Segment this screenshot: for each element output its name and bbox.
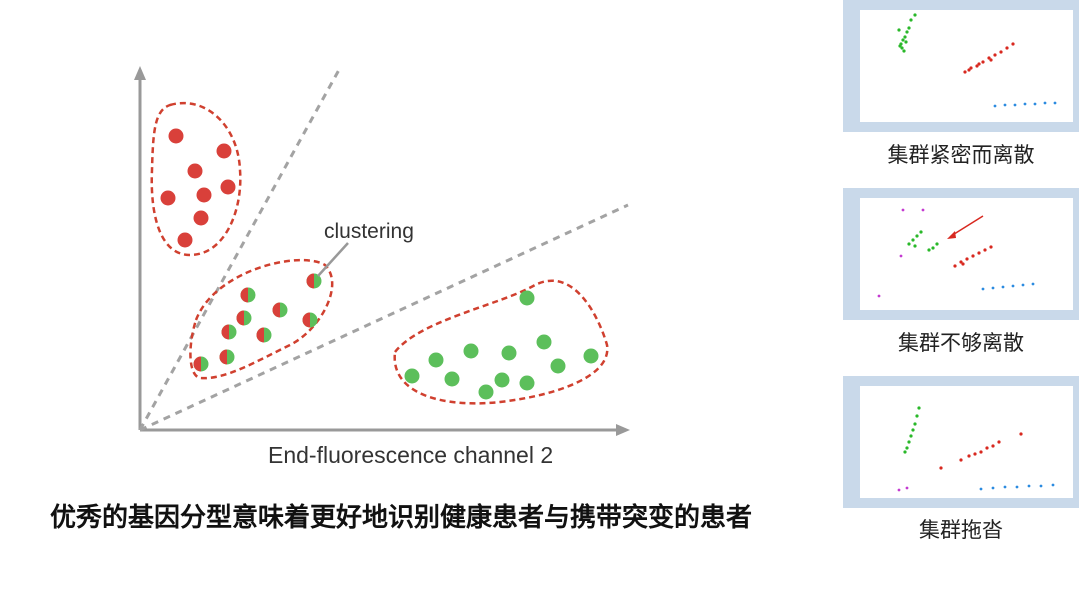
- red-dot: [216, 143, 232, 159]
- mixed-dot: [302, 312, 318, 328]
- mixed-dot: [193, 356, 209, 372]
- green-dot: [444, 371, 460, 387]
- green-dot: [519, 375, 535, 391]
- red-dot: [193, 210, 209, 226]
- green-cluster-dots: [404, 290, 599, 400]
- clustering-label: clustering: [324, 220, 414, 243]
- green-dot: [463, 343, 479, 359]
- scatter-thumbnail-2: [860, 198, 1073, 310]
- green-dot: [501, 345, 517, 361]
- red-dot: [160, 190, 176, 206]
- green-cluster-outline: [393, 279, 609, 405]
- thumbnail-3-caption: 集群拖沓: [919, 518, 1003, 542]
- red-dot: [187, 163, 203, 179]
- mixed-cluster-dots: [193, 273, 322, 372]
- mixed-dot: [236, 310, 252, 326]
- green-dot: [550, 358, 566, 374]
- green-dot: [583, 348, 599, 364]
- thumbnail-1-caption: 集群紧密而离散: [887, 143, 1035, 167]
- x-axis-arrow: [616, 424, 630, 436]
- red-cluster-outline: [150, 101, 242, 257]
- green-dot: [494, 372, 510, 388]
- red-cluster-dots: [160, 128, 236, 248]
- mixed-dot: [256, 327, 272, 343]
- green-dot: [404, 368, 420, 384]
- clustering-diagram: clustering End-fluorescence channel 2: [134, 66, 630, 468]
- thumbnail-2-caption: 集群不够离散: [898, 331, 1024, 355]
- thumbnail-not-discrete: [843, 188, 1079, 320]
- thumbnail-tight-clusters: [843, 0, 1079, 132]
- x-axis-label: End-fluorescence channel 2: [268, 442, 553, 468]
- scatter-thumbnail-3: [860, 386, 1073, 498]
- clustering-pointer-line: [317, 242, 349, 277]
- y-axis-arrow: [134, 66, 146, 80]
- green-dot: [428, 352, 444, 368]
- green-dot: [536, 334, 552, 350]
- mixed-dot: [272, 302, 288, 318]
- thumbnail-trailing-clusters: [843, 376, 1079, 508]
- red-dot: [168, 128, 184, 144]
- mixed-dot: [240, 287, 256, 303]
- mixed-dot: [221, 324, 237, 340]
- red-dot: [220, 179, 236, 195]
- divider-line-lower: [139, 203, 629, 432]
- scatter-thumbnail-1: [860, 10, 1073, 122]
- red-dot: [196, 187, 212, 203]
- mixed-dot: [306, 273, 322, 289]
- green-dot: [478, 384, 494, 400]
- main-caption: 优秀的基因分型意味着更好地识别健康患者与携带突变的患者: [50, 503, 753, 533]
- divider-line-upper: [138, 67, 342, 431]
- mixed-cluster-outline: [189, 258, 334, 380]
- red-dot: [177, 232, 193, 248]
- green-dot: [519, 290, 535, 306]
- mixed-dot: [219, 349, 235, 365]
